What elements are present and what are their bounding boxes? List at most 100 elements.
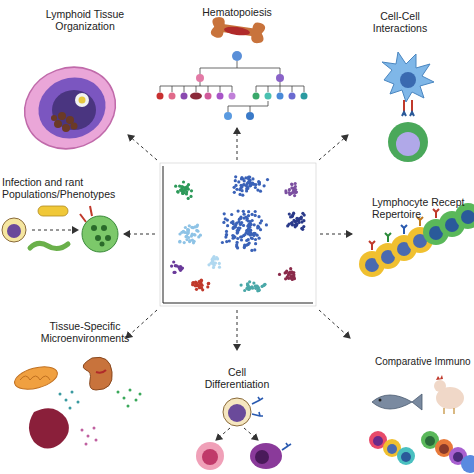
scatter-dot [263,283,266,286]
scatter-dot [212,266,215,269]
scatter-dot [294,191,297,194]
scatter-dot [236,230,239,233]
scatter-dot [237,227,240,230]
scatter-dot [290,183,293,186]
scatter-dot [254,242,257,245]
scatter-dot [185,192,188,195]
scatter-dot [174,185,177,188]
scatter-dot [241,194,244,197]
scatter-dot [223,212,226,215]
scatter-dot [178,240,181,243]
scatter-dot [240,184,243,187]
scatter-dot [292,274,295,277]
scatter-dot [192,283,195,286]
scatter-dot [218,262,221,265]
scatter-dot [245,218,248,221]
scatter-dot [254,287,257,290]
scatter-dot [254,238,257,241]
scatter-dot [285,191,288,194]
scatter-dot [250,249,253,252]
scatter-dot [184,226,187,229]
scatter-dot [196,284,199,287]
scatter-dot [245,239,248,242]
scatter-dot [196,224,199,227]
scatter-dot [247,286,250,289]
scatter-dot [215,256,218,259]
scatter-dot [285,270,288,273]
scatter-dot [288,223,291,226]
scatter-dot [245,189,248,192]
scatter-dot [187,228,190,231]
scatter-dot [295,223,298,226]
scatter-dot [251,177,254,180]
differentiation-illustration [196,397,291,470]
scatter-dot [184,187,187,190]
scatter-dot [294,223,297,226]
scatter-dot [257,289,260,292]
scatter-dot [265,223,268,226]
scatter-dot [249,234,252,237]
hematopoiesis-tree [157,16,308,120]
scatter-dot [221,241,224,244]
scatter-dot [184,235,187,238]
scatter-dot [253,248,256,251]
scatter-dot [293,277,296,280]
scatter-dot [178,240,181,243]
scatter-dot [187,197,190,200]
scatter-dot [243,179,246,182]
scatter-dot [243,289,246,292]
scatter-dot [292,219,295,222]
scatter-dot [284,277,287,280]
scatter-dot [245,184,248,187]
topic-label: Infection and rant Populations/Phenotype… [2,176,152,200]
scatter-dot [255,286,258,289]
scatter-dot [290,186,293,189]
scatter-dot [188,240,191,243]
scatter-dot [251,219,254,222]
scatter-points [170,175,306,292]
scatter-dot [253,223,256,226]
scatter-dot [290,215,293,218]
scatter-dot [260,219,263,222]
topic-label: Lymphoid Tissue Organization [30,8,140,32]
scatter-dot [246,228,249,231]
scatter-dot [240,284,243,287]
scatter-dot [211,258,214,261]
scatter-dot [252,234,255,237]
scatter-dot [236,246,239,249]
scatter-dot [247,177,250,180]
scatter-dot [187,229,190,232]
scatter-dot [243,246,246,249]
scatter-dot [289,277,292,280]
scatter-dot [298,217,301,220]
topic-label: Cell Differentiation [202,366,272,390]
topic-label: Tissue-Specific Microenvironments [35,320,135,344]
scatter-dot [177,191,180,194]
scatter-dot [224,236,227,239]
scatter-dot [266,178,269,181]
scatter-dot [290,182,293,185]
scatter-dot [207,282,210,285]
scatter-dot [207,282,210,285]
scatter-dot [234,175,237,178]
scatter-dot [231,234,234,237]
scatter-dot [259,190,262,193]
scatter-dot [191,233,194,236]
scatter-dot [288,191,291,194]
scatter-dot [234,184,237,187]
scatter-dot [251,213,254,216]
scatter-dot [258,237,261,240]
scatter-dot [172,260,175,263]
cell-interaction-illustration [382,52,434,162]
scatter-dot [240,238,243,241]
topic-label: Comparative Immuno [375,356,474,368]
topic-label: Cell-Cell Interactions [360,10,440,34]
scatter-dot [250,236,253,239]
scatter-dot [257,226,260,229]
scatter-dot [293,194,296,197]
scatter-dot [218,266,221,269]
scatter-dot [263,283,266,286]
scatter-dot [248,241,251,244]
